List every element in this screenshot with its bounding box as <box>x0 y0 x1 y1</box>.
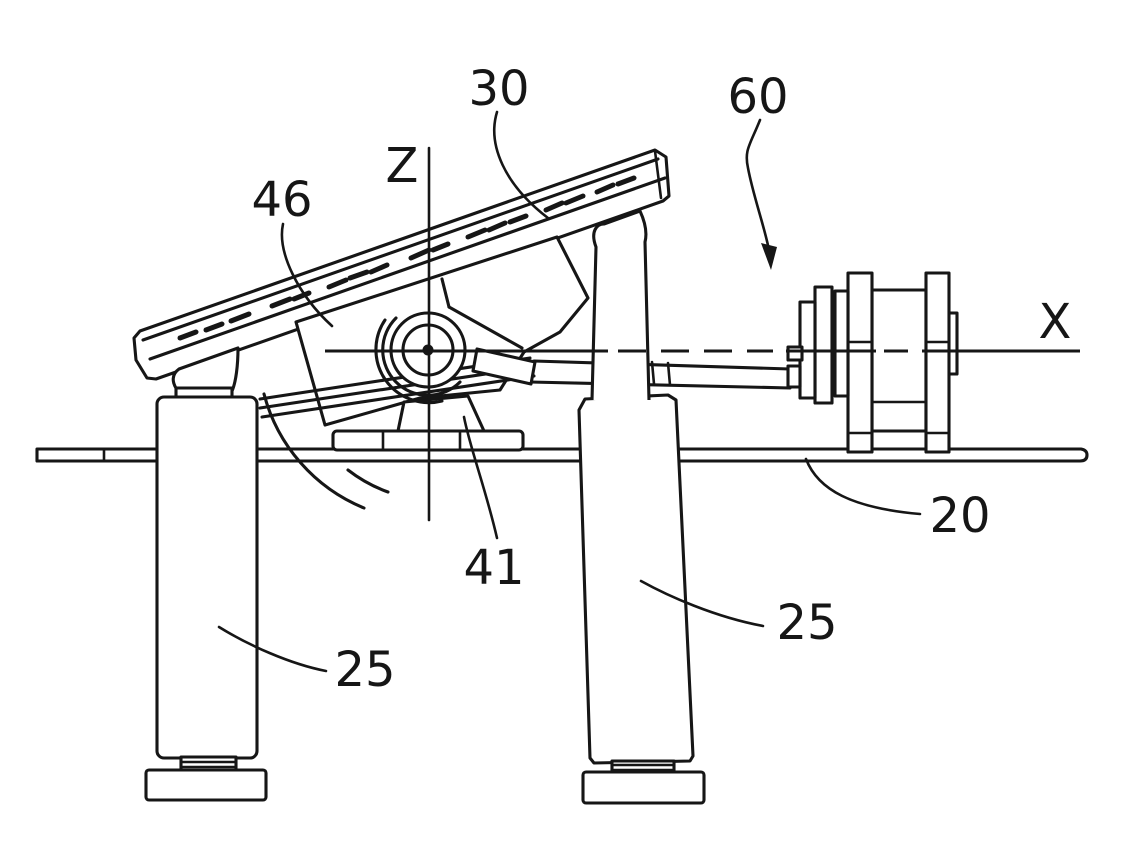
right-leg <box>577 209 706 805</box>
leader-25-left <box>217 625 328 673</box>
motor-bracket-left <box>846 271 874 454</box>
rod-stub-upper <box>786 345 804 362</box>
leader-25-right <box>639 579 765 628</box>
leader-41 <box>462 415 499 540</box>
left-leg <box>144 346 268 802</box>
label-assembly-60: 60 <box>727 69 788 125</box>
right-leg-cylinder <box>577 393 695 765</box>
label-pivot-41: 41 <box>463 540 524 596</box>
base-plate <box>35 447 1089 463</box>
motor-bracket-right <box>924 271 951 454</box>
motor-assembly <box>786 271 959 454</box>
label-base-20: 20 <box>929 488 990 544</box>
platform-hatch <box>177 175 637 341</box>
label-axis-z: Z <box>386 138 419 194</box>
arrow-60-head <box>761 243 777 270</box>
label-platform-30: 30 <box>468 61 529 117</box>
rotation-arc <box>262 392 390 510</box>
reference-numerals: 30 46 60 Z X 20 41 25 25 <box>251 61 1071 698</box>
actuator-rod <box>471 347 792 390</box>
label-frame-46: 46 <box>251 172 312 228</box>
leader-lines <box>217 110 922 673</box>
motor-body <box>870 288 928 433</box>
coordinate-axes <box>325 146 1080 522</box>
left-ball-joint <box>171 346 240 393</box>
left-foot-pad <box>144 768 268 802</box>
rod-link <box>471 347 537 386</box>
right-leg-column <box>590 209 651 401</box>
leader-46 <box>280 222 334 328</box>
left-leg-cylinder <box>155 395 259 760</box>
right-foot-pad <box>581 770 706 805</box>
leader-30 <box>493 110 550 220</box>
label-axis-x: X <box>1039 294 1072 350</box>
arrow-60 <box>745 118 771 252</box>
motor-flange-c <box>833 289 850 398</box>
motor-flange-b <box>813 285 834 405</box>
label-right-leg-25: 25 <box>776 595 837 651</box>
leader-20 <box>804 457 922 516</box>
rod-stub-lower <box>786 364 802 389</box>
label-left-leg-25: 25 <box>334 642 395 698</box>
